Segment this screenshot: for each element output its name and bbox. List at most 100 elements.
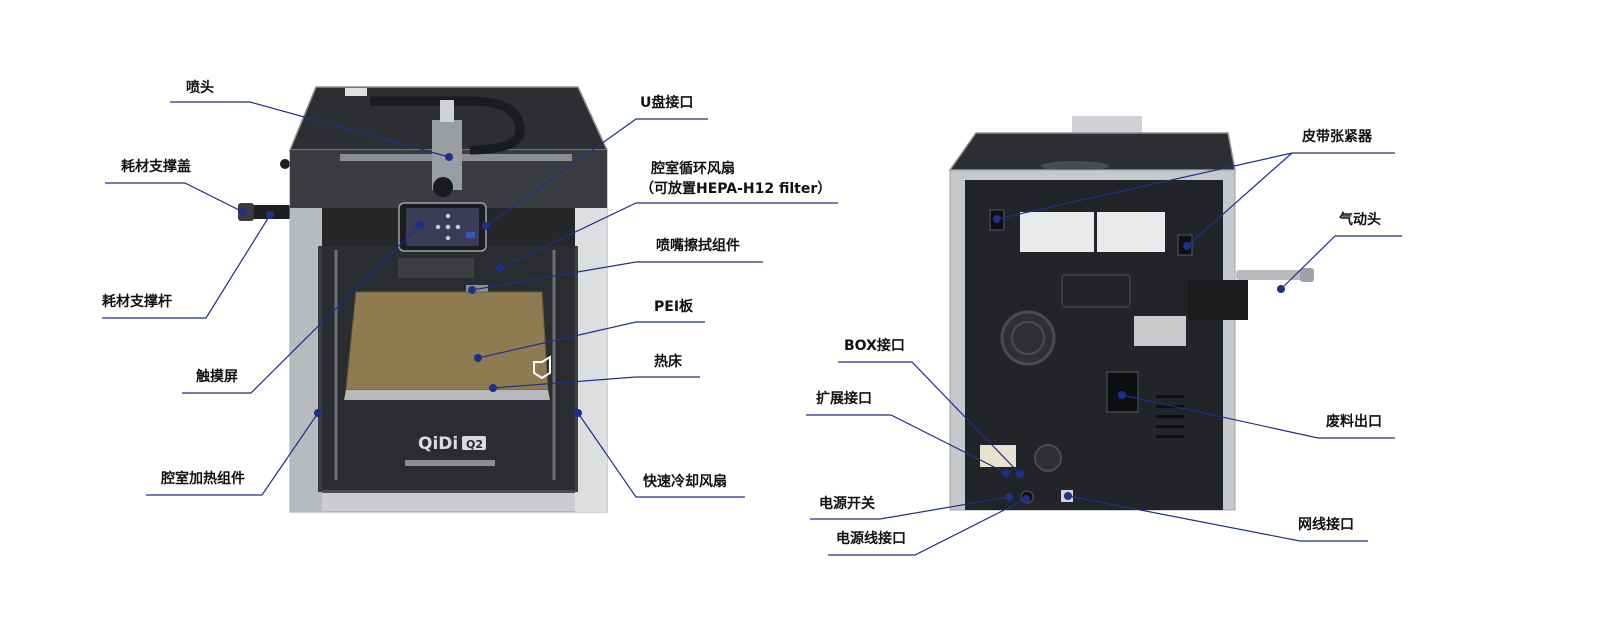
- label-circ-fan-1: 腔室循环风扇: [651, 161, 735, 177]
- back-lid-spool: [1041, 161, 1109, 171]
- dot-nozzle: [445, 153, 453, 161]
- dot-touchscreen: [416, 221, 424, 229]
- leader-power-switch: [810, 496, 1010, 520]
- leader-cooling-fan: [577, 412, 745, 498]
- leader-box: [838, 361, 1021, 475]
- leader-spool-cover: [105, 182, 244, 213]
- back-printer: [948, 116, 1314, 511]
- dot-belt-tensioner-b: [1183, 242, 1191, 250]
- label-pei-plate: PEI板: [654, 299, 694, 315]
- label-cooling-fan: 快速冷却风扇: [643, 474, 727, 490]
- dot-waste: [1118, 391, 1126, 399]
- label-usb-port: U盘接口: [640, 95, 694, 111]
- front-frame-shade-right: [575, 150, 607, 512]
- vent-1: [1156, 395, 1184, 398]
- leader-bed: [492, 376, 700, 389]
- brand-logo: QiDi: [418, 434, 458, 454]
- rear-warning-sticker: [1134, 316, 1186, 346]
- front-heated-bed: [344, 390, 550, 400]
- front-pei-plate: [345, 291, 549, 391]
- label-spool-cover: 耗材支撑盖: [121, 159, 191, 175]
- rear-fan-ring: [1011, 321, 1045, 355]
- vent-5: [1156, 435, 1184, 438]
- leader-belt-tensioner-b: [1186, 152, 1293, 247]
- label-pneumatic-head: 气动头: [1339, 212, 1381, 228]
- front-printer: QiDi Q2: [238, 86, 609, 513]
- label-spool-rod: 耗材支撑杆: [102, 294, 172, 310]
- lid-qr-sticker: [345, 88, 367, 96]
- screen-btn-a: [445, 213, 451, 219]
- label-chamber-heater: 腔室加热组件: [161, 471, 245, 487]
- leader-waste: [1121, 394, 1395, 439]
- leader-expansion: [806, 414, 1007, 474]
- rear-yellow-label: [980, 445, 1016, 467]
- label-power-socket: 电源线接口: [836, 531, 906, 547]
- label-circ-fan-2: （可放置HEPA-H12 filter）: [640, 181, 832, 197]
- screen-btn-b: [445, 224, 451, 230]
- side-knob: [280, 159, 290, 169]
- model-badge: Q2: [466, 438, 483, 451]
- screen-btn-e: [455, 224, 461, 230]
- leader-ethernet: [1067, 495, 1368, 542]
- leader-chamber-heater: [146, 412, 319, 496]
- label-belt-tensioner: 皮带张紧器: [1302, 129, 1372, 145]
- rear-small-vent: [1034, 444, 1062, 472]
- dot-power-switch: [1005, 493, 1013, 501]
- front-chamber-fan: [398, 258, 474, 278]
- model-badge-box: [462, 436, 486, 450]
- rear-fan: [1000, 310, 1056, 366]
- front-toolhead-top: [440, 100, 454, 122]
- label-ethernet-port: 网线接口: [1298, 517, 1354, 533]
- vent-4: [1156, 425, 1184, 428]
- front-spool: [433, 177, 453, 197]
- label-heated-bed: 热床: [654, 354, 682, 370]
- dot-ethernet: [1064, 492, 1072, 500]
- screen-btn-c: [445, 235, 451, 241]
- front-wiper: [466, 285, 488, 295]
- label-expansion-port: 扩展接口: [816, 391, 872, 407]
- label-touchscreen: 触摸屏: [196, 369, 238, 385]
- dot-spool-rod: [266, 211, 274, 219]
- dot-bed: [489, 384, 497, 392]
- dot-pneumatic: [1277, 285, 1285, 293]
- rear-label-left: [1020, 212, 1094, 252]
- front-frame-shade-left: [290, 150, 322, 512]
- label-waste-outlet: 废料出口: [1326, 414, 1382, 430]
- dot-box: [1016, 470, 1024, 478]
- dot-chamber-heater: [314, 409, 322, 417]
- dot-cooling-fan: [574, 409, 582, 417]
- dot-wiper: [468, 286, 476, 294]
- side-rod: [1236, 270, 1308, 280]
- vent-2: [1156, 405, 1184, 408]
- dot-spool-cover: [239, 208, 247, 216]
- back-top-cover: [1072, 116, 1142, 136]
- screen-btn-d: [435, 224, 441, 230]
- dot-power-socket: [1022, 495, 1030, 503]
- front-touchscreen-display: [406, 208, 479, 246]
- label-nozzle: 喷头: [186, 80, 214, 96]
- side-rod-cap: [1300, 268, 1314, 282]
- leader-pei: [477, 321, 705, 359]
- label-wiper: 喷嘴擦拭组件: [656, 238, 740, 254]
- rear-label-right: [1097, 212, 1165, 252]
- warning-sticker: [405, 460, 495, 466]
- leader-pneumatic: [1280, 235, 1402, 290]
- dot-pei: [474, 354, 482, 362]
- dot-belt-tensioner-a: [993, 215, 1001, 223]
- cable-chain: [370, 96, 525, 155]
- label-box-port: BOX接口: [844, 338, 905, 354]
- side-block: [1188, 280, 1248, 320]
- screen-btn-f: [466, 232, 475, 238]
- leader-usb: [485, 118, 708, 227]
- leader-circ-fan: [499, 202, 838, 269]
- dot-usb: [482, 222, 490, 230]
- leader-wiper: [471, 261, 763, 291]
- leader-nozzle: [170, 101, 450, 158]
- leader-lines: [102, 101, 1402, 556]
- leader-spool-rod: [102, 214, 271, 319]
- leader-power-socket: [828, 498, 1027, 556]
- bed-logo: [533, 355, 551, 380]
- dot-circ-fan: [496, 264, 504, 272]
